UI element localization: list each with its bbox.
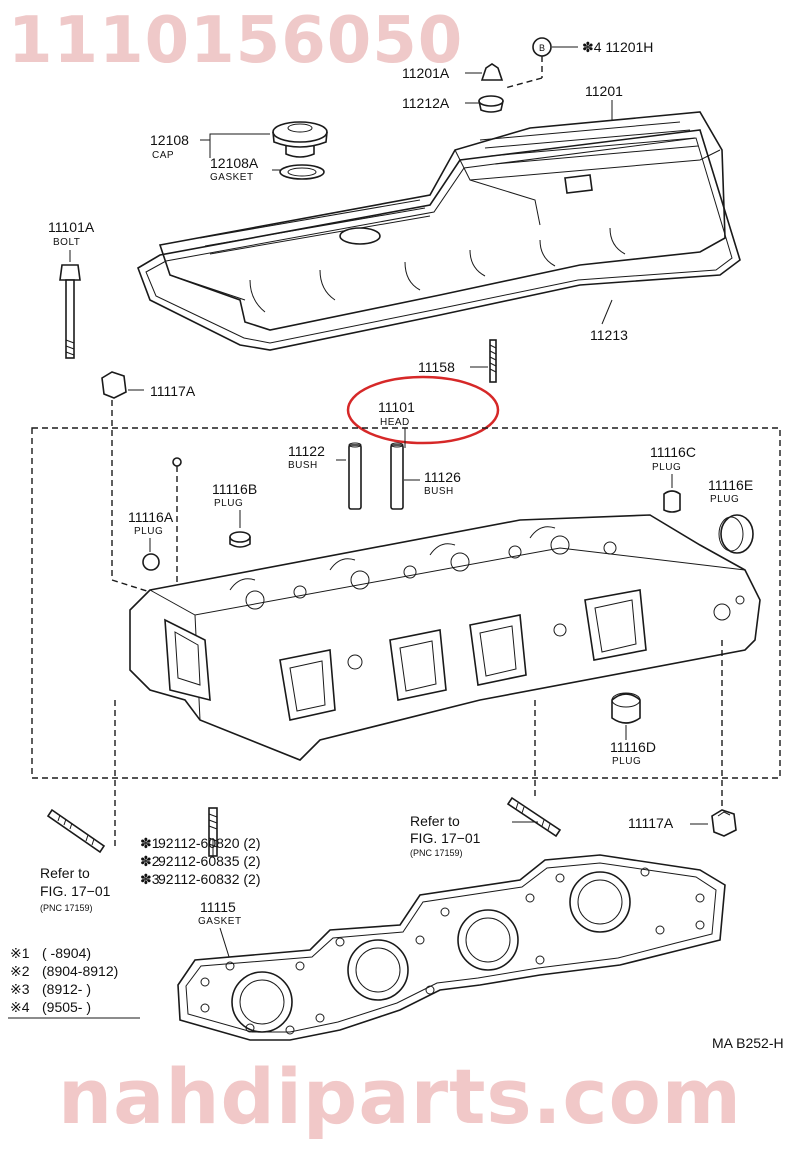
refer-right[interactable]: Refer to FIG. 17−01 (PNC 17159) <box>410 813 481 858</box>
item-11101A-bolt[interactable]: 11101A BOLT <box>48 219 95 359</box>
left-stud[interactable] <box>46 808 106 854</box>
label-12108-sub: CAP <box>152 150 174 161</box>
label-11101A-sub: BOLT <box>53 237 80 248</box>
item-11158-stud[interactable]: 11158 <box>418 339 497 383</box>
label-11201A: 11201A <box>402 65 450 81</box>
item-11117A-top[interactable]: 11117A <box>101 371 196 593</box>
refer-right-line3: (PNC 17159) <box>410 848 463 858</box>
item-11212A[interactable]: 11212A <box>402 95 504 113</box>
label-12108: 12108 <box>150 132 189 148</box>
stud-text-2: 92112-60835 (2) <box>158 853 260 869</box>
item-11116B-plug[interactable]: 11116B PLUG <box>212 481 257 548</box>
item-12108A-gasket[interactable]: 12108A GASKET <box>209 140 325 183</box>
stud-mark-1: ✽1 <box>140 835 160 851</box>
legend-mark-2: ※2 <box>10 963 30 979</box>
item-12108-cap[interactable]: 12108 CAP <box>150 121 328 161</box>
item-11201A[interactable]: 11201A <box>402 63 504 81</box>
label-11201H: ✽4 11201H <box>582 39 653 55</box>
label-11117A-bottom: 11117A <box>628 815 674 831</box>
label-11101A: 11101A <box>48 219 95 235</box>
refer-left-line1: Refer to <box>40 865 90 881</box>
date-legend: ※1 ( -8904) ※2 (8904-8912) ※3 (8912- ) ※… <box>8 945 140 1019</box>
label-12108A: 12108A <box>210 155 259 171</box>
label-11116C-sub: PLUG <box>652 462 681 473</box>
label-11126: 11126 <box>424 469 461 485</box>
label-11101: 11101 <box>378 399 415 415</box>
item-11116E-plug[interactable]: 11116E PLUG <box>708 477 754 554</box>
refer-right-line2: FIG. 17−01 <box>410 830 481 846</box>
label-11116B: 11116B <box>212 481 257 497</box>
center-stud[interactable] <box>208 807 218 857</box>
legend-mark-3: ※3 <box>10 981 30 997</box>
item-11116C-plug[interactable]: 11116C PLUG <box>650 444 696 513</box>
refer-left-line3: (PNC 17159) <box>40 903 93 913</box>
item-11213-gasket[interactable]: 11213 <box>137 129 741 351</box>
item-11116D-plug[interactable]: 11116D PLUG <box>610 692 656 767</box>
label-11116A: 11116A <box>128 509 174 525</box>
cylinder-head-drawing <box>129 514 761 761</box>
refer-left[interactable]: Refer to FIG. 17−01 (PNC 17159) <box>40 865 111 913</box>
legend-text-3: (8912- ) <box>42 981 91 997</box>
watermark-site: nahdiparts.com <box>57 1052 742 1141</box>
legend-text-4: (9505- ) <box>42 999 91 1015</box>
watermark-part-number: 1110156050 <box>8 4 464 78</box>
stud-list: ✽1 92112-60820 (2) ✽2 92112-60835 (2) ✽3… <box>140 835 260 887</box>
refer-right-line1: Refer to <box>410 813 460 829</box>
head-assembly-boundary <box>31 427 781 779</box>
label-11212A: 11212A <box>402 95 450 111</box>
legend-mark-4: ※4 <box>10 999 30 1015</box>
item-11117A-bottom[interactable]: 11117A <box>628 809 737 837</box>
stud-mark-2: ✽2 <box>140 853 160 869</box>
item-11122-bush[interactable]: 11122 BUSH <box>288 442 362 510</box>
item-11201[interactable]: 11201 <box>585 83 623 120</box>
right-stud[interactable] <box>506 796 562 838</box>
label-11126-sub: BUSH <box>424 486 454 497</box>
stud-mark-3: ✽3 <box>140 871 160 887</box>
label-11115-sub: GASKET <box>198 916 242 927</box>
circle-b-marker: B <box>539 43 545 53</box>
label-11122: 11122 <box>288 443 325 459</box>
label-11115: 11115 <box>200 899 236 915</box>
legend-mark-1: ※1 <box>10 945 30 961</box>
label-11116D: 11116D <box>610 739 656 755</box>
item-11115-gasket[interactable]: 11115 GASKET <box>177 854 726 1041</box>
valve-cover-drawing <box>158 111 726 331</box>
item-11101-head[interactable]: 11101 HEAD <box>346 375 500 448</box>
label-11116C: 11116C <box>650 444 696 460</box>
legend-text-2: (8904-8912) <box>42 963 118 979</box>
item-11126-bush[interactable]: 11126 BUSH <box>390 442 461 510</box>
label-11213: 11213 <box>590 327 628 343</box>
stud-text-1: 92112-60820 (2) <box>158 835 260 851</box>
label-11116E-sub: PLUG <box>710 494 739 505</box>
legend-text-1: ( -8904) <box>42 945 91 961</box>
label-11117A-top: 11117A <box>150 383 196 399</box>
label-11116D-sub: PLUG <box>612 756 641 767</box>
figure-code: MA B252-H <box>712 1035 784 1051</box>
label-11116E: 11116E <box>708 477 753 493</box>
label-11122-sub: BUSH <box>288 460 318 471</box>
label-11158: 11158 <box>418 359 455 375</box>
label-11116B-sub: PLUG <box>214 498 243 509</box>
item-11116A-plug[interactable]: 11116A PLUG <box>128 457 182 600</box>
highlight-ellipse <box>346 375 500 445</box>
refer-left-line2: FIG. 17−01 <box>40 883 111 899</box>
label-11201: 11201 <box>585 83 623 99</box>
label-12108A-sub: GASKET <box>210 172 254 183</box>
stud-text-3: 92112-60832 (2) <box>158 871 260 887</box>
item-11201H[interactable]: B ✽4 11201H <box>504 37 653 89</box>
label-11116A-sub: PLUG <box>134 526 163 537</box>
label-11101-sub: HEAD <box>380 417 410 428</box>
